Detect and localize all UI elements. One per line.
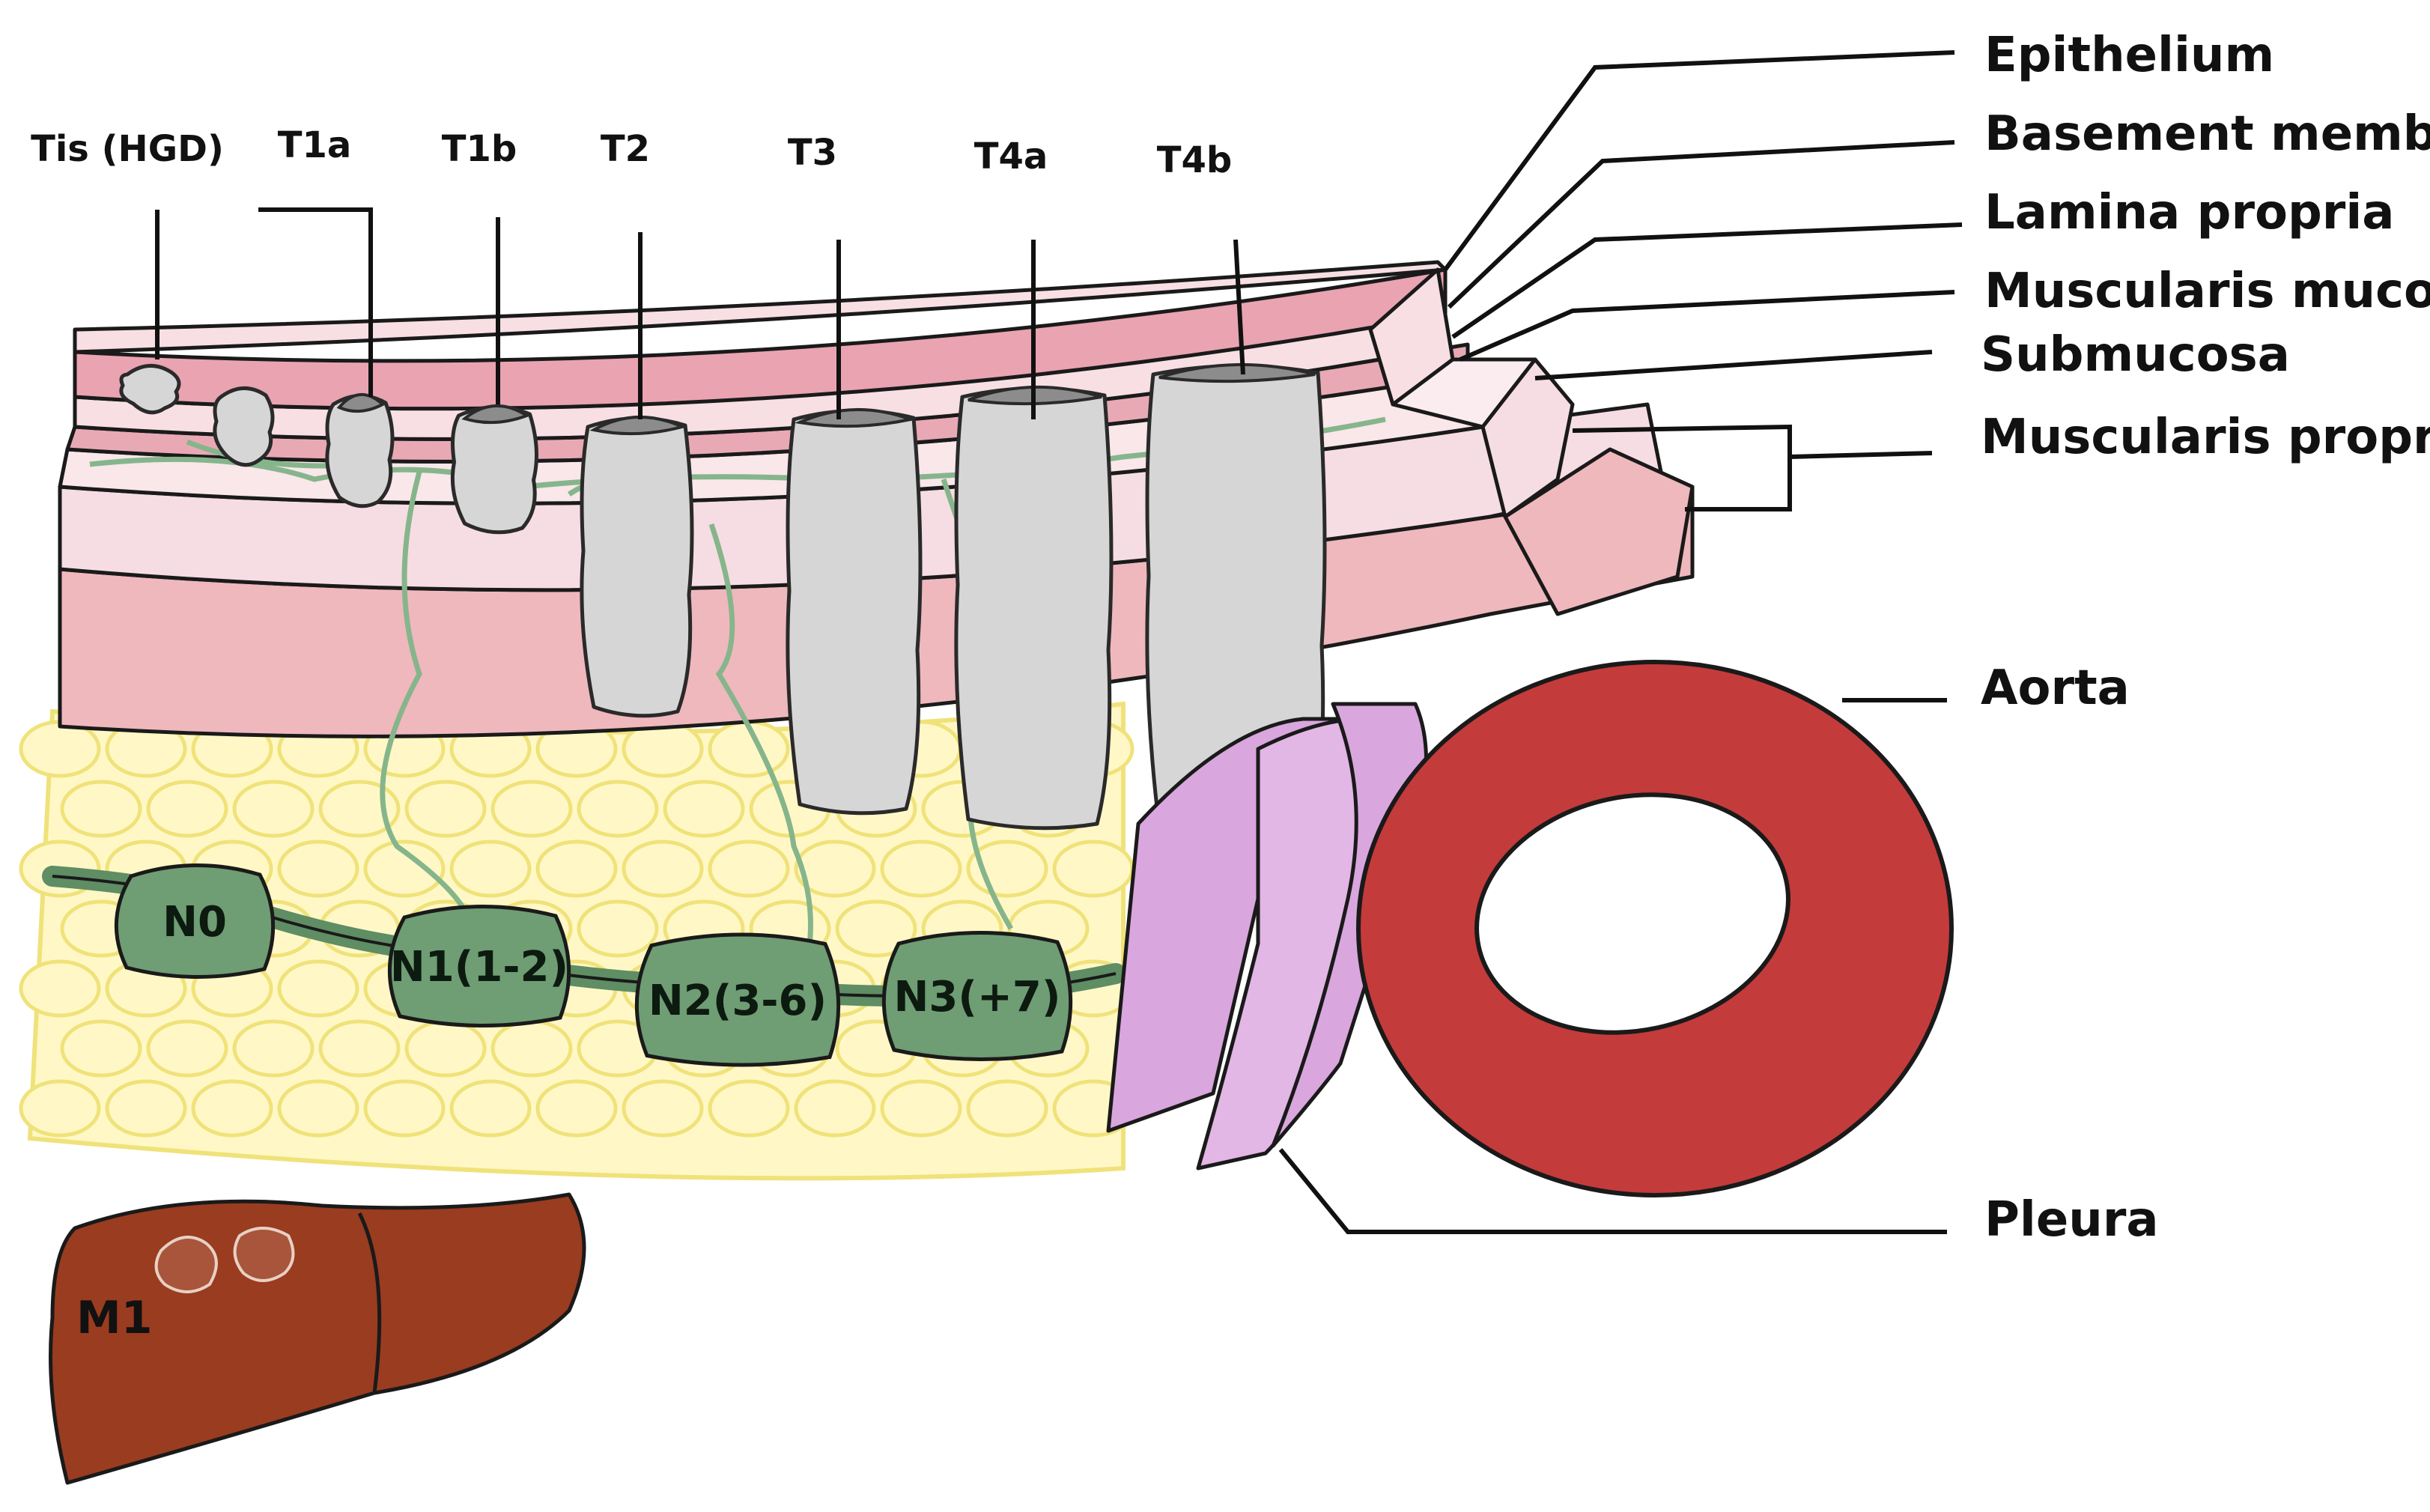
fat-cell xyxy=(318,780,401,838)
fat-cell xyxy=(535,840,618,898)
t-stage-label-6: T4b xyxy=(1157,139,1233,181)
epithelium-surface xyxy=(73,260,1448,354)
fat-cell xyxy=(105,1079,187,1138)
fat-cell xyxy=(449,840,532,898)
fat-cell xyxy=(232,1019,315,1078)
n-stage-label-0: N0 xyxy=(162,898,227,947)
fat-cell xyxy=(363,840,446,898)
fat-cell xyxy=(577,899,659,958)
fat-cell xyxy=(794,840,876,898)
tumor-1 xyxy=(213,386,275,467)
fat-cell xyxy=(708,1079,790,1138)
tumor-5 xyxy=(786,407,923,816)
fat-cell xyxy=(146,1019,228,1078)
tumor-2 xyxy=(325,392,395,508)
wall-cut-face-muscularis-outer xyxy=(1503,447,1695,616)
layer-labels: Epithelium Basement membrane Lamina prop… xyxy=(1278,28,2430,1248)
fat-cell xyxy=(449,1079,532,1138)
fat-cell xyxy=(19,1079,101,1138)
fat-cell xyxy=(60,1019,142,1078)
fat-cell xyxy=(19,959,101,1018)
fat-cell xyxy=(277,840,359,898)
wall-cut-face-muscularis-inner xyxy=(1480,357,1575,519)
epithelium-label: Epithelium xyxy=(1984,28,2274,83)
t-stage-pointer-6 xyxy=(1233,239,1245,375)
fat-cell xyxy=(404,1019,487,1078)
basement-membrane-label: Basement membrane xyxy=(1984,106,2430,162)
fat-cell xyxy=(191,1079,273,1138)
t-stage-label-4: T3 xyxy=(788,132,837,174)
t-stage-label-1: T1a xyxy=(278,124,352,166)
tumor-3 xyxy=(450,404,538,535)
t-stage-label-0: Tis (HGD) xyxy=(31,128,224,170)
aorta-illustration xyxy=(1356,660,1954,1197)
aorta-label: Aorta xyxy=(1981,661,2130,716)
t-stage-pointer-1 xyxy=(258,207,373,397)
n-stage-label-3: N3(+7) xyxy=(894,973,1061,1021)
t-stage-labels: Tis (HGD) T1a T1b T2 T3 T4a T4b xyxy=(31,124,1245,419)
fat-cell xyxy=(146,780,228,838)
fat-cell xyxy=(708,840,790,898)
fat-cell xyxy=(1052,840,1134,898)
pleura-label: Pleura xyxy=(1984,1192,2159,1248)
fat-cell xyxy=(622,840,704,898)
tumor-4 xyxy=(580,416,694,718)
fat-cell xyxy=(490,780,573,838)
tumor-0 xyxy=(119,364,181,415)
tumors xyxy=(119,362,1327,838)
fat-cell xyxy=(835,899,917,958)
t-stage-label-3: T2 xyxy=(601,128,650,170)
t-stage-label-2: T1b xyxy=(442,128,517,170)
submucosa-label: Submucosa xyxy=(1981,327,2290,383)
lymph-node-1: N1(1-2) xyxy=(387,904,571,1028)
fat-cell xyxy=(535,1079,618,1138)
fat-cell xyxy=(277,1079,359,1138)
fat-cell xyxy=(622,1079,704,1138)
n-stage-label-2: N2(3-6) xyxy=(648,977,827,1025)
lymph-node-0: N0 xyxy=(114,863,276,979)
fat-cell xyxy=(318,1019,401,1078)
liver-metastasis-illustration: M1 xyxy=(49,1192,586,1485)
n-stage-label-1: N1(1-2) xyxy=(390,943,568,992)
tumor-6 xyxy=(954,386,1114,831)
fat-cell xyxy=(577,780,659,838)
fat-cell xyxy=(404,780,487,838)
muscularis-propria-label: Muscularis propria xyxy=(1981,410,2430,465)
fat-cell xyxy=(60,780,142,838)
t-stage-label-5: T4a xyxy=(974,136,1048,177)
fat-cell xyxy=(880,1079,962,1138)
fat-cell xyxy=(663,780,745,838)
lymph-node-2: N2(3-6) xyxy=(634,932,841,1067)
fat-cell xyxy=(880,840,962,898)
fat-cell xyxy=(232,780,315,838)
fat-cell xyxy=(966,1079,1048,1138)
fat-cell xyxy=(794,1079,876,1138)
muscularis-mucosa-label: Muscularis mucosa xyxy=(1984,264,2430,319)
fat-cell xyxy=(277,959,359,1018)
lamina-propria-label: Lamina propria xyxy=(1984,185,2394,240)
fat-cell xyxy=(490,1019,573,1078)
m1-label: M1 xyxy=(76,1292,152,1344)
fat-cell xyxy=(363,1079,446,1138)
lymph-node-3: N3(+7) xyxy=(881,930,1073,1061)
fat-cell xyxy=(19,720,101,778)
